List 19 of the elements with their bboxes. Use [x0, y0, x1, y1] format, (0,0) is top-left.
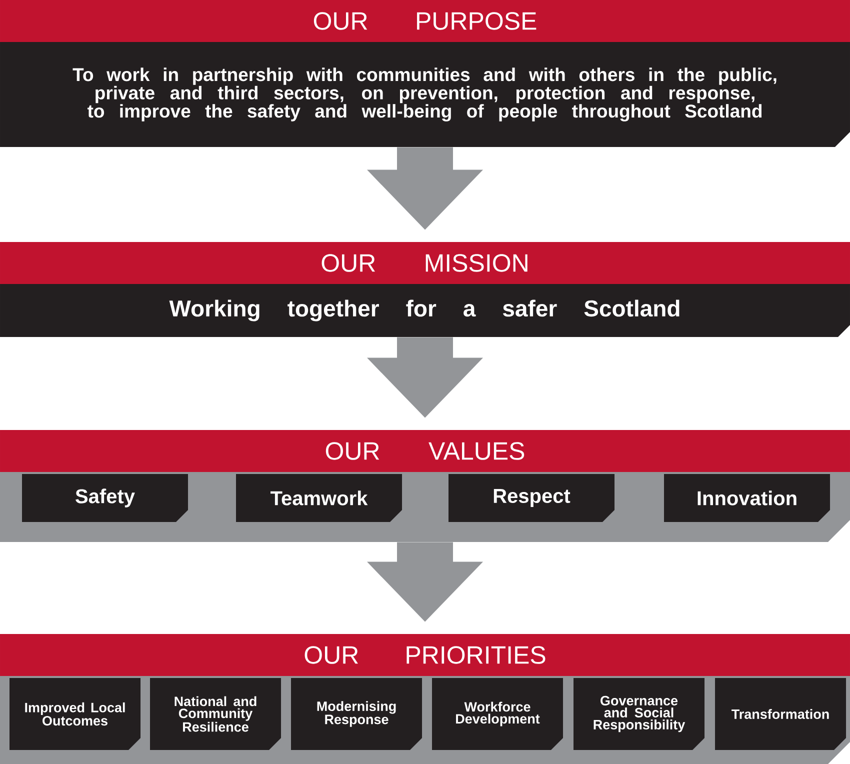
value-box: Innovation	[664, 474, 830, 522]
priority-box: Workforce Development	[432, 678, 563, 750]
value-box: Respect	[448, 474, 614, 522]
block-arrow	[367, 337, 483, 418]
priority-box: National and Community Resilience	[150, 678, 281, 750]
priority-box: Improved Local Outcomes	[10, 678, 140, 750]
priority-box: Governance and Social Responsibility	[574, 678, 704, 750]
statement-box: To work in partnership with communities and with others in the public, private and third sectors, on prevention, protection and response, to improve the safety and well-being of people throughout Scotland	[0, 42, 850, 147]
value-box: Safety	[22, 474, 188, 522]
block-arrow	[367, 147, 483, 230]
section-heading-band: OUR PURPOSE	[0, 0, 850, 42]
statement-box: Working together for a safer Scotland	[0, 284, 850, 337]
priority-box: Modernising Response	[291, 678, 422, 750]
section-heading-band: OUR PRIORITIES	[0, 634, 850, 676]
section-heading-band: OUR MISSION	[0, 242, 850, 284]
section-heading-band: OUR VALUES	[0, 430, 850, 472]
priority-box: Transformation	[715, 678, 846, 750]
block-arrow	[367, 542, 483, 622]
value-box: Teamwork	[236, 474, 402, 522]
